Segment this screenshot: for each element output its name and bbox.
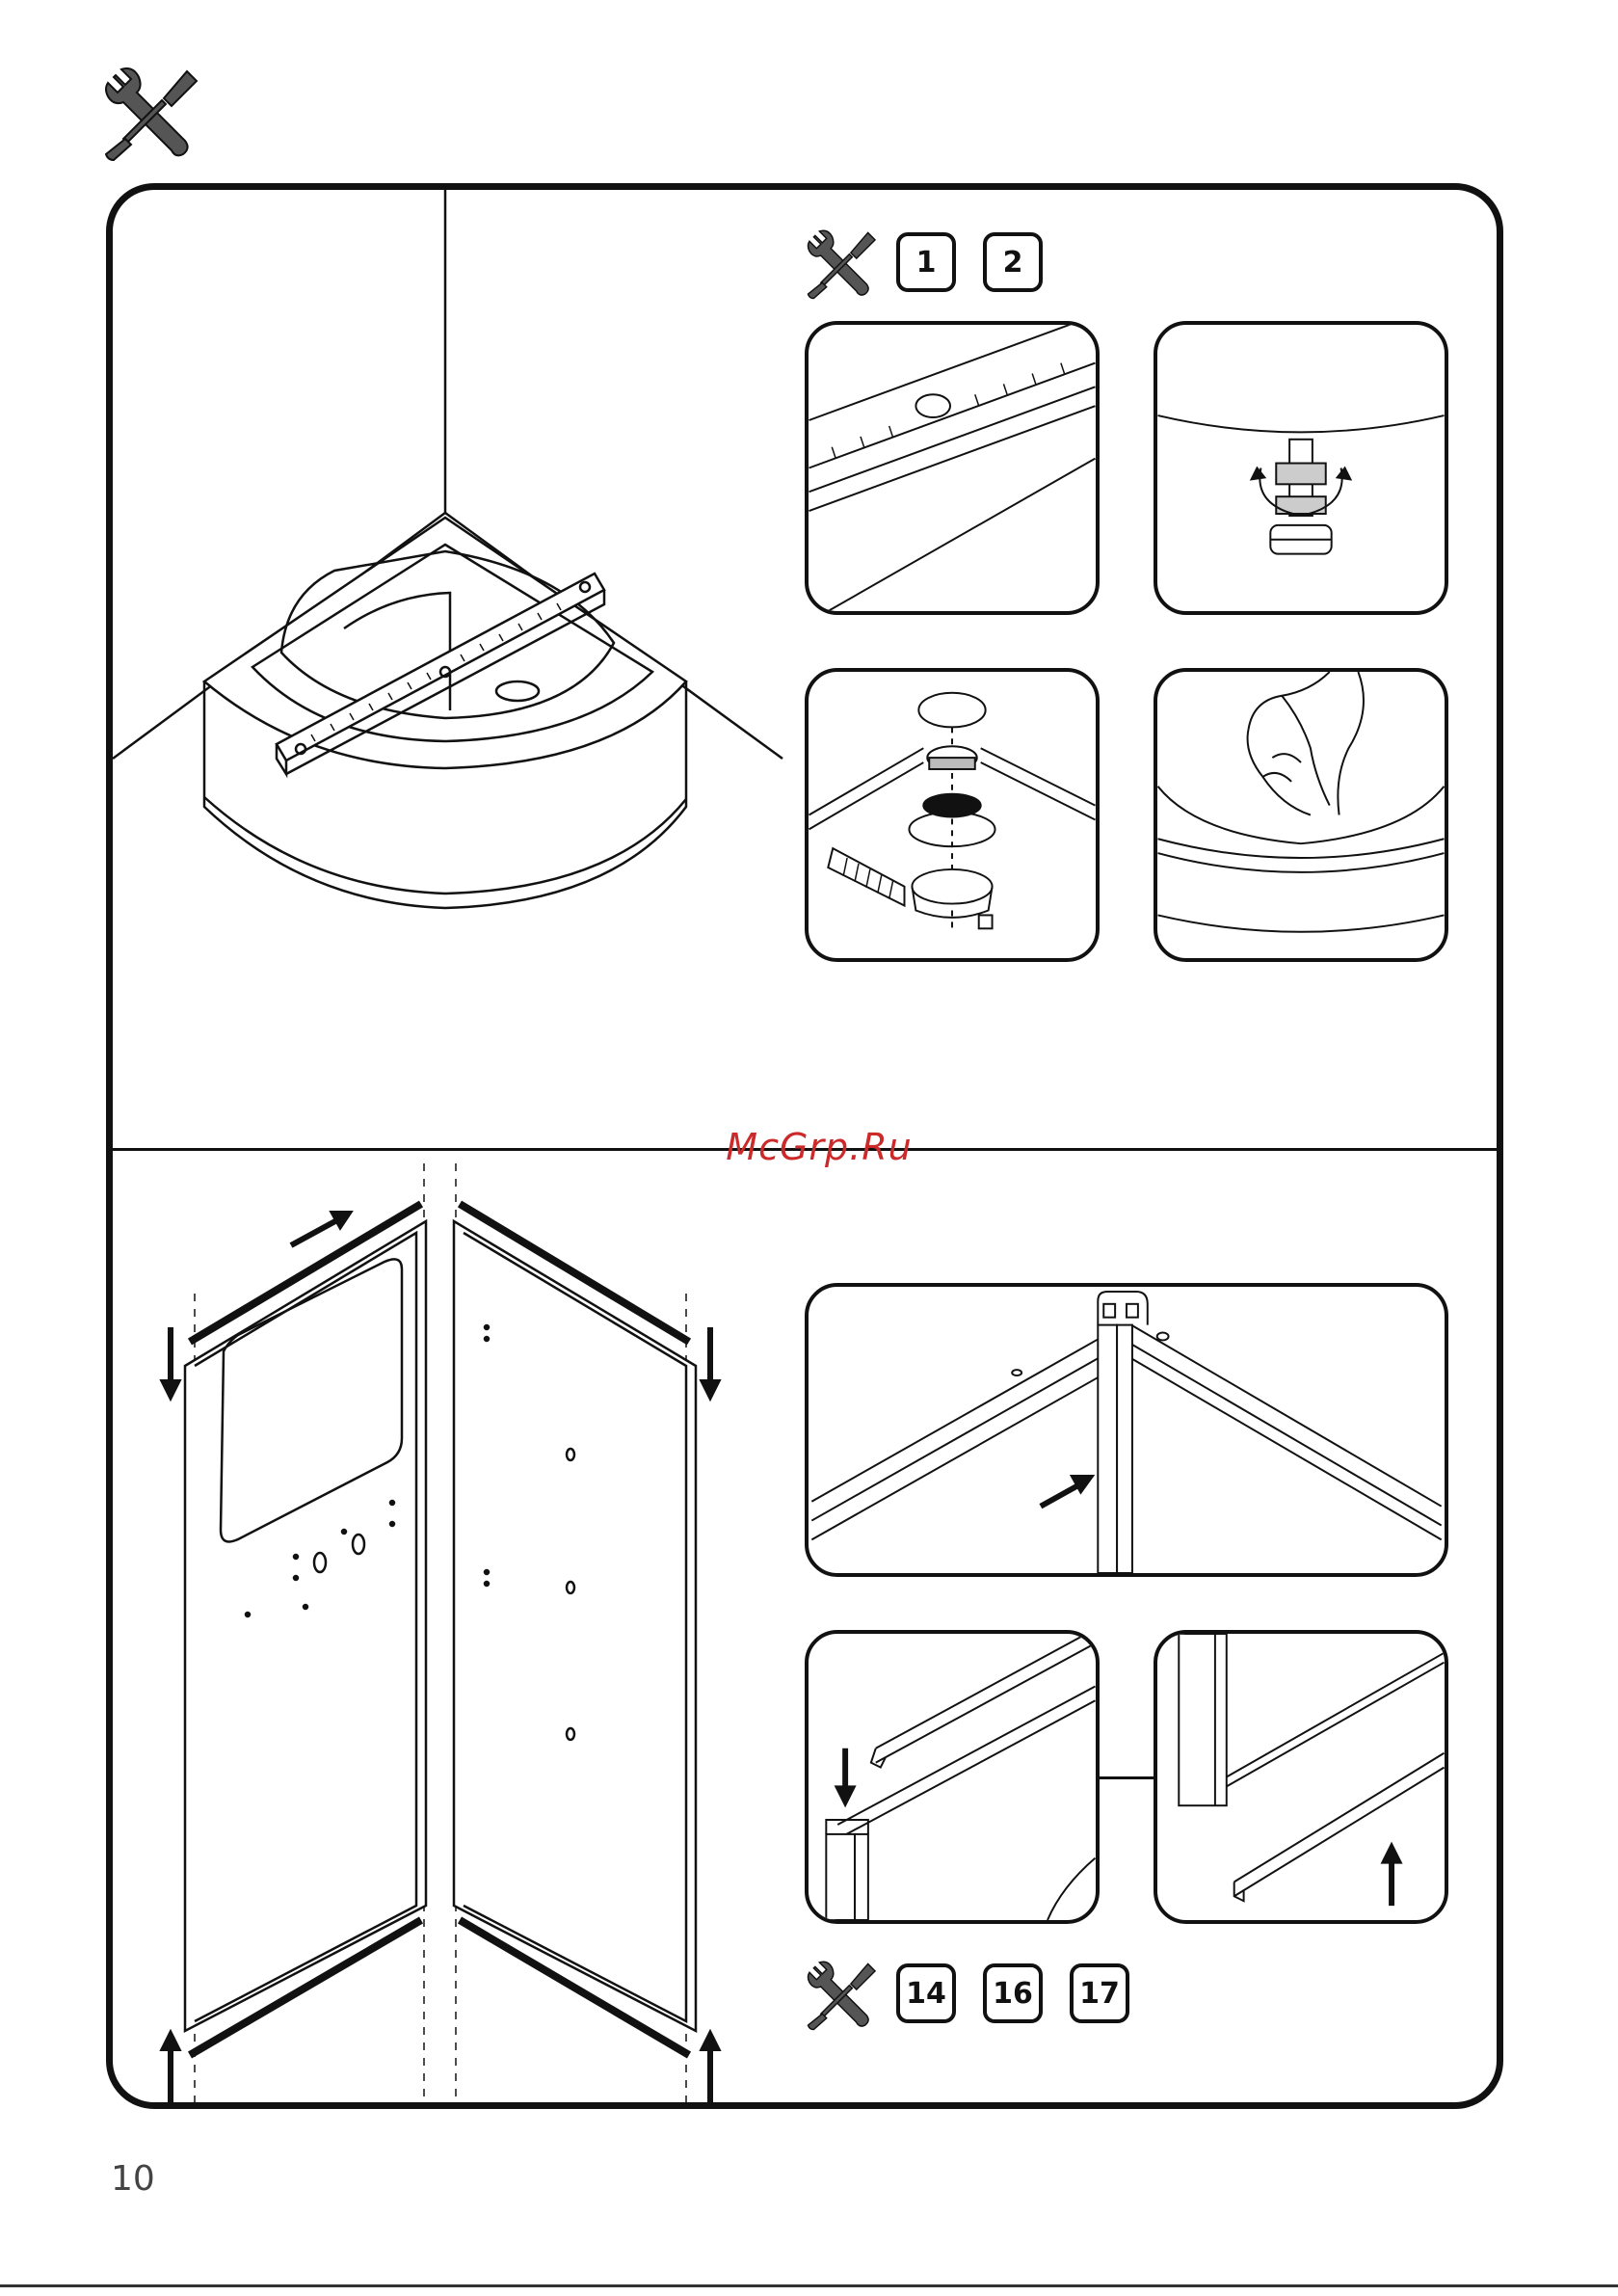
panel-corner-joint bbox=[805, 1283, 1448, 1577]
tool-badge-17: 17 bbox=[1070, 1963, 1129, 2023]
watermark: McGrp.Ru bbox=[713, 1126, 925, 1168]
tools-icon bbox=[807, 1960, 878, 2031]
bottom-rule bbox=[0, 2284, 1618, 2287]
panel-sealant-hand bbox=[1154, 668, 1448, 962]
tool-badge-16: 16 bbox=[983, 1963, 1043, 2023]
panel-profile-insert-left bbox=[805, 1630, 1100, 1924]
tools-icon bbox=[807, 228, 878, 300]
shower-tray-level-illustration bbox=[113, 190, 807, 1144]
tool-badge-1: 1 bbox=[896, 232, 956, 292]
tools-icon bbox=[104, 66, 200, 162]
panel-drain-assembly bbox=[805, 668, 1100, 962]
tool-badge-14: 14 bbox=[896, 1963, 956, 2023]
shower-panels-illustration bbox=[113, 1154, 807, 2108]
tool-badge-2: 2 bbox=[983, 232, 1043, 292]
panel-ruler-drill bbox=[805, 321, 1100, 615]
panel-connector bbox=[1100, 1776, 1154, 1779]
page-number: 10 bbox=[111, 2159, 155, 2199]
panel-profile-insert-right bbox=[1154, 1630, 1448, 1924]
panel-adjustable-foot bbox=[1154, 321, 1448, 615]
